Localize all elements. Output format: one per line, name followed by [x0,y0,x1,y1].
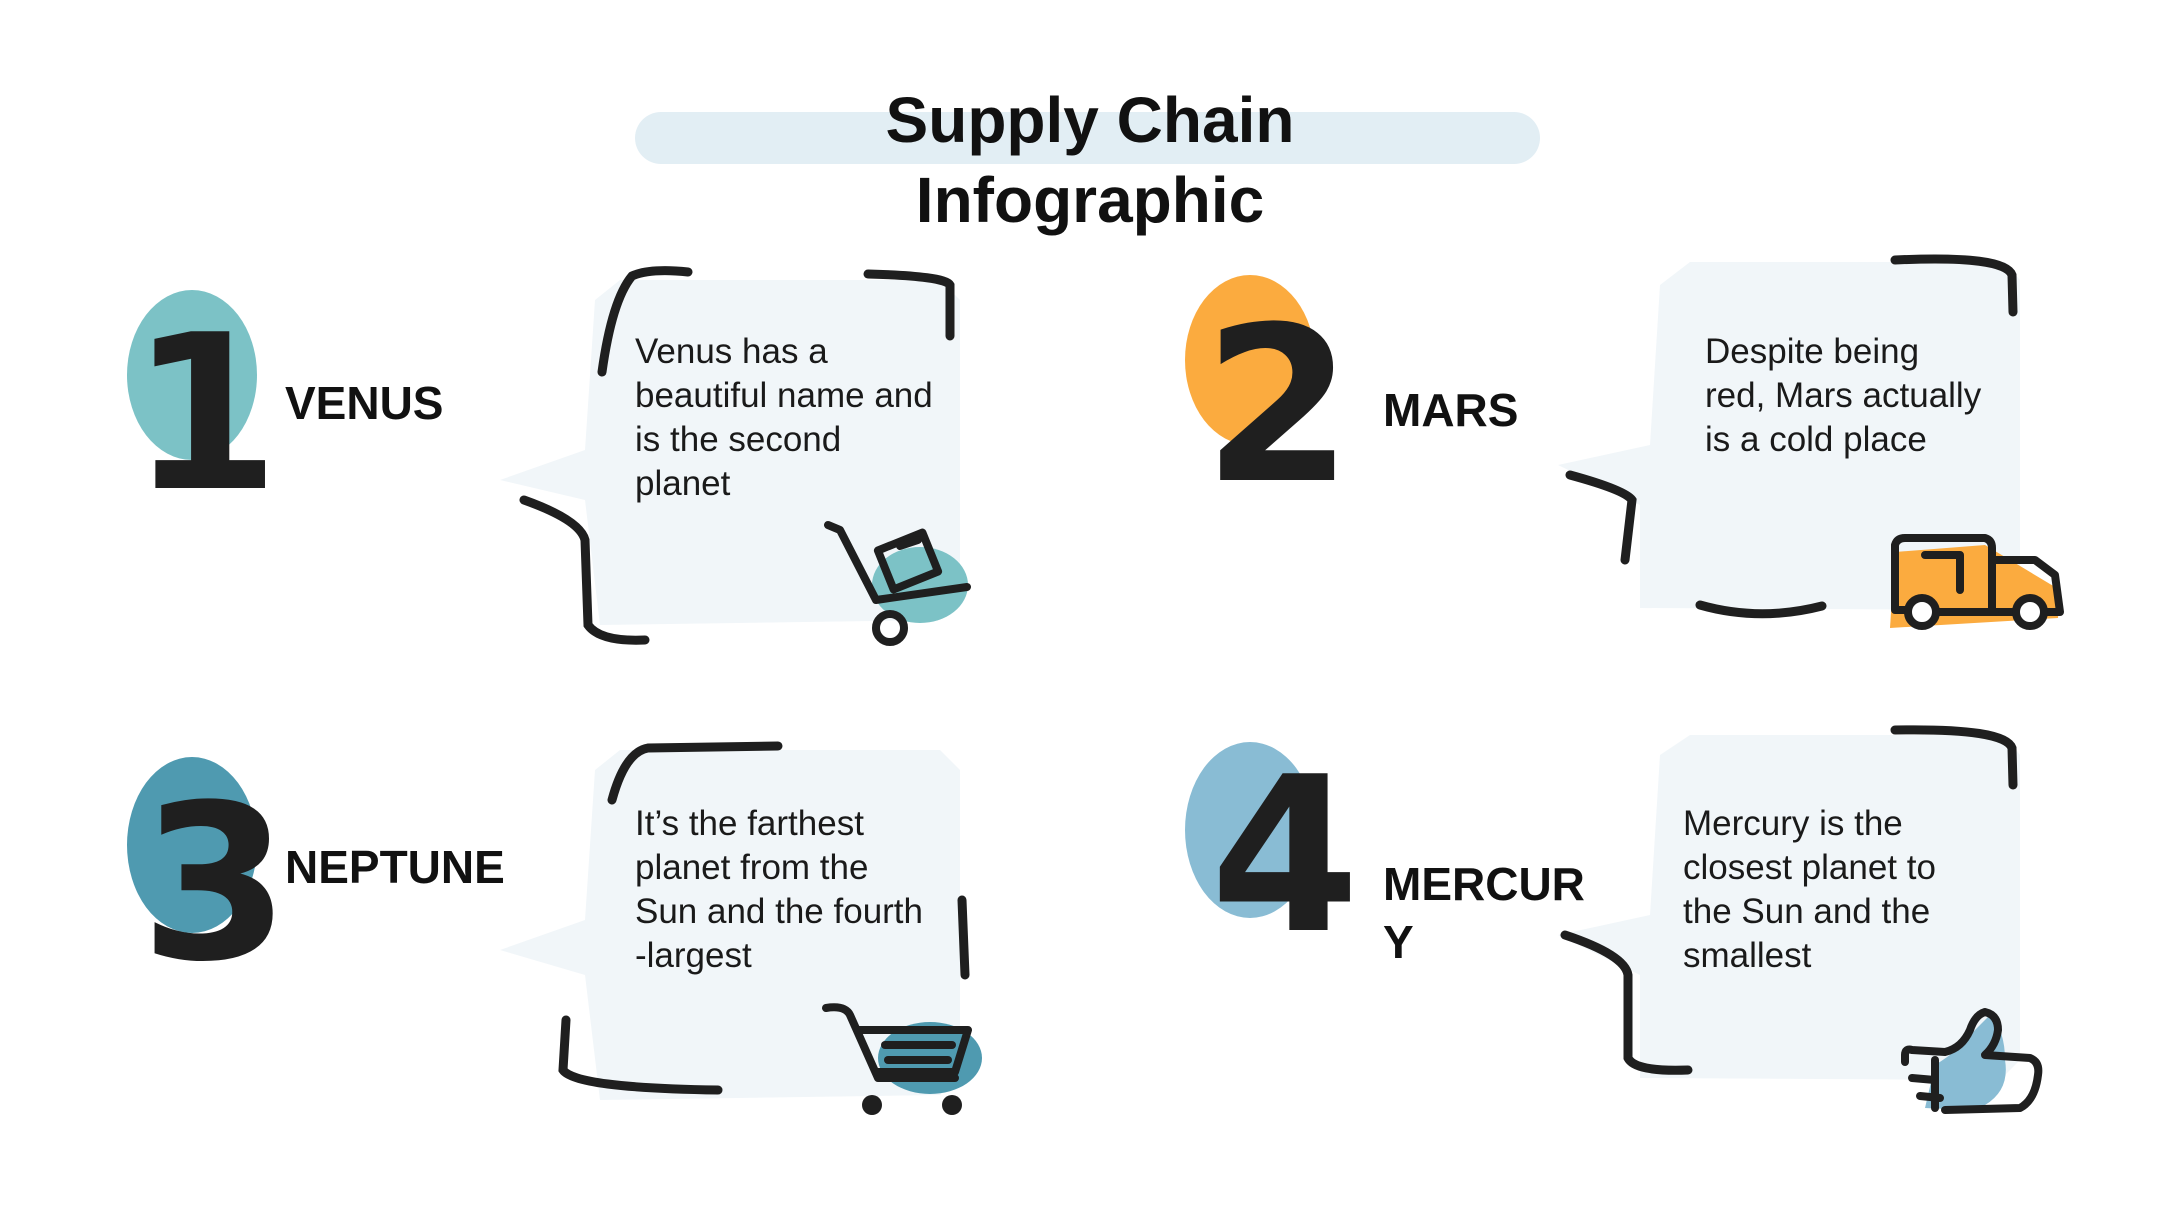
step-4-name-line-2: Y [1383,916,1414,968]
bubble-1-top-left [597,266,693,377]
hand-truck-icon [824,521,971,646]
number-2: 2 [1203,280,1353,531]
bubble-3-top [607,741,783,805]
step-3-line-2: planet from the [635,848,869,887]
step-4-line-2: closest planet to [1683,848,1936,887]
bubble-3-right [957,895,970,980]
step-3-name: NEPTUNE [285,841,505,893]
bubble-3-bottom [558,1015,723,1095]
number-4: 4 [1210,730,1360,981]
step-4-line-1: Mercury is the [1683,804,1903,843]
step-4-line-4: smallest [1683,936,1812,975]
bubble-2-left [1565,470,1637,565]
step-3-line-3: Sun and the fourth [635,892,923,931]
bubble-1-bottom-left [519,495,650,645]
title-line-2: Infographic [915,164,1265,236]
step-3-description: It’s the farthest planet from the Sun an… [635,802,923,978]
delivery-truck-icon [1890,534,2064,630]
step-3-line-1: It’s the farthest [635,804,864,843]
step-1-line-1: Venus has a [635,332,828,371]
thumbs-up-icon [1901,1008,2043,1114]
step-4-description: Mercury is the closest planet to the Sun… [1683,802,1936,978]
step-3-line-4: -largest [635,936,752,975]
blob-1 [127,290,257,460]
bubble-2 [1558,262,2020,610]
step-2-line-3: is a cold place [1705,420,1927,459]
number-1: 1 [130,288,280,539]
step-1-name: VENUS [285,377,444,429]
bubble-4-left [1560,930,1693,1075]
bubble-2-bottom [1695,600,1827,619]
bubble-1-top-right [863,269,955,341]
number-3: 3 [140,758,290,1009]
blob-2 [1185,275,1315,445]
step-2-description: Despite being red, Mars actually is a co… [1705,330,1981,462]
blob-4 [1185,742,1315,918]
step-4-name: MERCUR Y [1383,855,1585,971]
step-4-line-3: the Sun and the [1683,892,1931,931]
blob-3 [127,757,257,933]
step-4-name-line-1: MERCUR [1383,858,1585,910]
step-2-line-2: red, Mars actually [1705,376,1982,415]
step-1-description: Venus has a beautiful name and is the se… [635,330,933,506]
step-1-line-4: planet [635,464,731,503]
bubble-4-top-right [1890,725,2018,790]
step-2-name: MARS [1383,384,1519,436]
bracket-strokes [519,254,2018,1095]
step-1-line-3: is the second [635,420,842,459]
step-1-line-2: beautiful name and [635,376,933,415]
shopping-cart-icon [822,1003,982,1115]
bubble-2-top-right [1890,254,2018,317]
title-line-1: Supply Chain [885,84,1295,156]
step-2-line-1: Despite being [1705,332,1920,371]
page-title: Supply Chain Infographic [640,80,1540,240]
bubble-4 [1558,735,2020,1080]
title-highlight [635,112,1540,164]
